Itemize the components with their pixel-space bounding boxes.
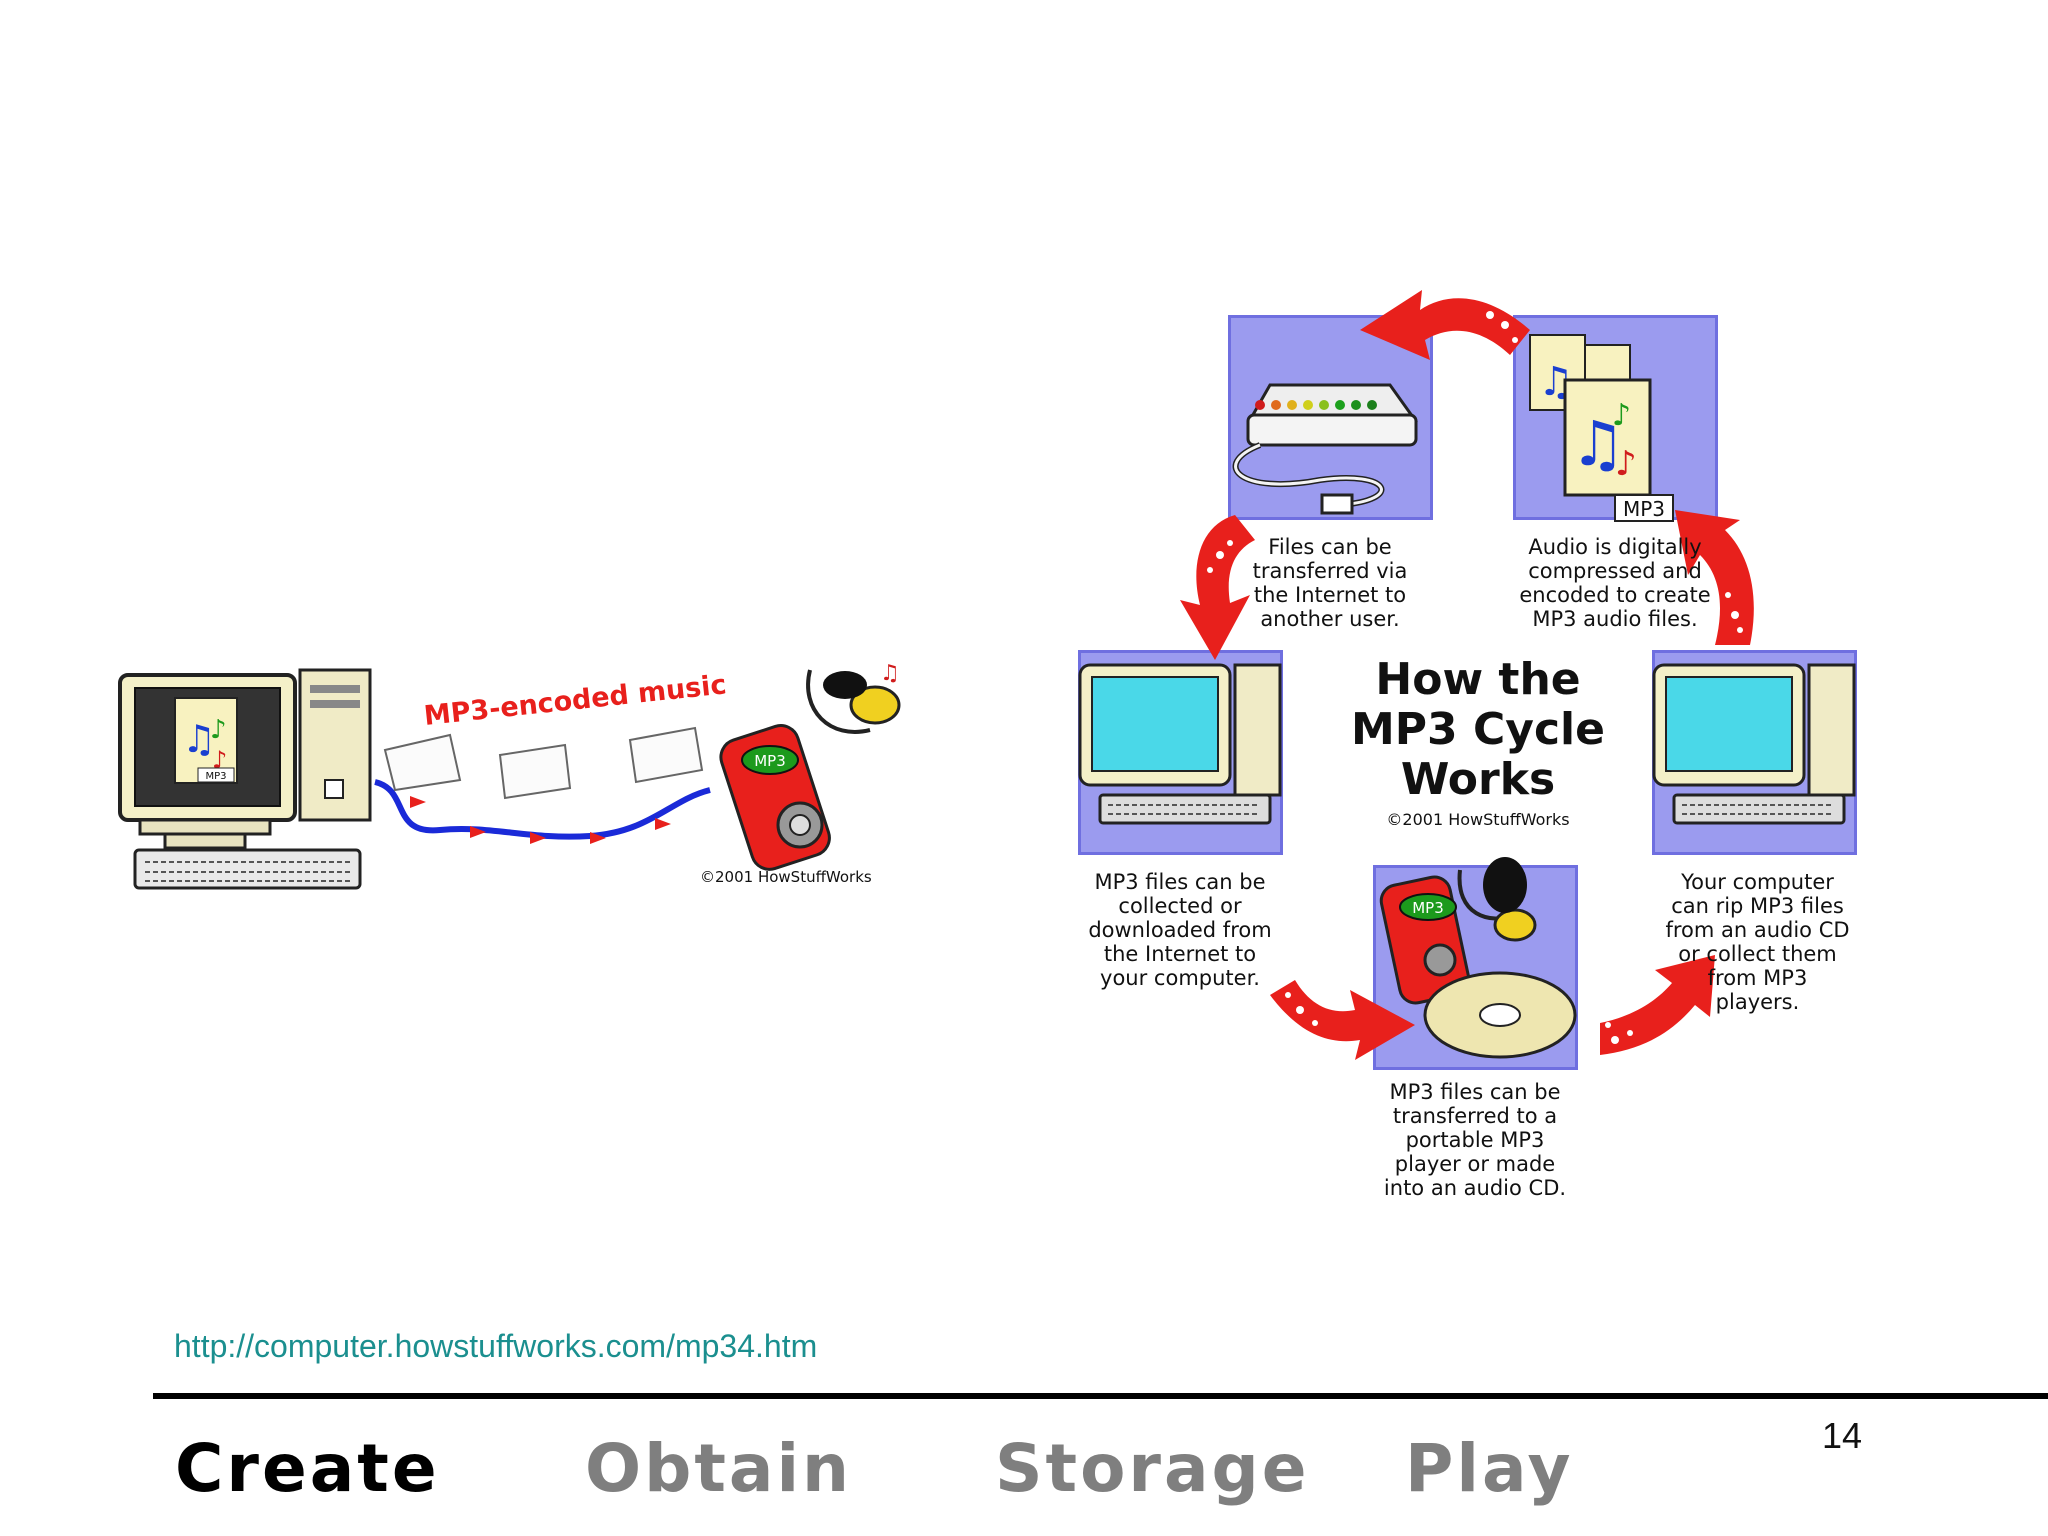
- svg-text:♪: ♪: [1612, 398, 1631, 433]
- stage-create: Create: [175, 1430, 440, 1507]
- caption-portable: MP3 files can be transferred to a portab…: [1383, 1080, 1567, 1200]
- data-arrows: [410, 796, 671, 844]
- footer-divider: [153, 1393, 2048, 1399]
- svg-text:MP3: MP3: [1623, 497, 1665, 521]
- mp3-transfer-illustration: ♫ ♪ ♪ MP3: [110, 640, 930, 900]
- svg-text:MP3-encoded music: MP3-encoded music: [422, 669, 727, 732]
- arrow-lower-right: [1600, 955, 1715, 1055]
- caption-encode: Audio is digitally compressed and encode…: [1519, 535, 1711, 631]
- left-computer-icon: [1078, 663, 1282, 825]
- cycle-title: How the MP3 Cycle Works: [1351, 654, 1605, 805]
- svg-text:♪: ♪: [212, 746, 227, 774]
- mp3-files-icon: ♫ ♫ ♪ ♪ MP3: [1529, 334, 1674, 522]
- cable-line: [374, 779, 711, 840]
- computer-icon: ♫ ♪ ♪ MP3: [118, 668, 372, 890]
- stage-storage: Storage: [995, 1430, 1310, 1507]
- cycle-copyright: ©2001 HowStuffWorks: [1386, 810, 1570, 829]
- arrow-dots: [1207, 311, 1743, 1044]
- right-computer-icon: [1652, 663, 1856, 825]
- arrow-top: [1360, 290, 1530, 360]
- stage-obtain: Obtain: [585, 1430, 853, 1507]
- page-number: 14: [1822, 1415, 1863, 1456]
- svg-text:MP3: MP3: [205, 771, 226, 782]
- svg-text:MP3: MP3: [1412, 899, 1444, 917]
- data-packets: [383, 726, 704, 800]
- arrow-lower-left: [1270, 980, 1415, 1060]
- computer-to-player-graphic: ♫ ♪ ♪ MP3: [118, 661, 901, 890]
- svg-text:♫: ♫: [880, 661, 900, 686]
- modem-icon: [1232, 383, 1418, 515]
- cycle-arrows: [1180, 290, 1754, 1060]
- caption-rip: Your computer can rip MP3 files from an …: [1665, 870, 1850, 1014]
- mp3-cycle-diagram: ♫ ♫ ♪ ♪ MP3: [1060, 265, 1890, 1205]
- source-url-link[interactable]: http://computer.howstuffworks.com/mp34.h…: [174, 1328, 818, 1364]
- mp3-player-icon: MP3 ♫: [719, 661, 901, 871]
- svg-text:MP3: MP3: [754, 752, 786, 770]
- svg-text:♪: ♪: [1615, 444, 1637, 484]
- cycle-graphics: ♫ ♫ ♪ ♪ MP3: [1078, 290, 1856, 1060]
- svg-text:♫: ♫: [1570, 407, 1626, 480]
- svg-text:♫: ♫: [182, 717, 216, 761]
- caption-transfer: Files can be transferred via the Interne…: [1252, 535, 1408, 631]
- caption-collect: MP3 files can be collected or downloaded…: [1088, 870, 1272, 990]
- svg-text:©2001 HowStuffWorks: ©2001 HowStuffWorks: [700, 868, 872, 886]
- svg-text:♪: ♪: [210, 715, 227, 745]
- player-and-cd-icon: MP3: [1379, 857, 1577, 1059]
- arrow-upper-left: [1180, 515, 1255, 660]
- stage-play: Play: [1405, 1430, 1574, 1507]
